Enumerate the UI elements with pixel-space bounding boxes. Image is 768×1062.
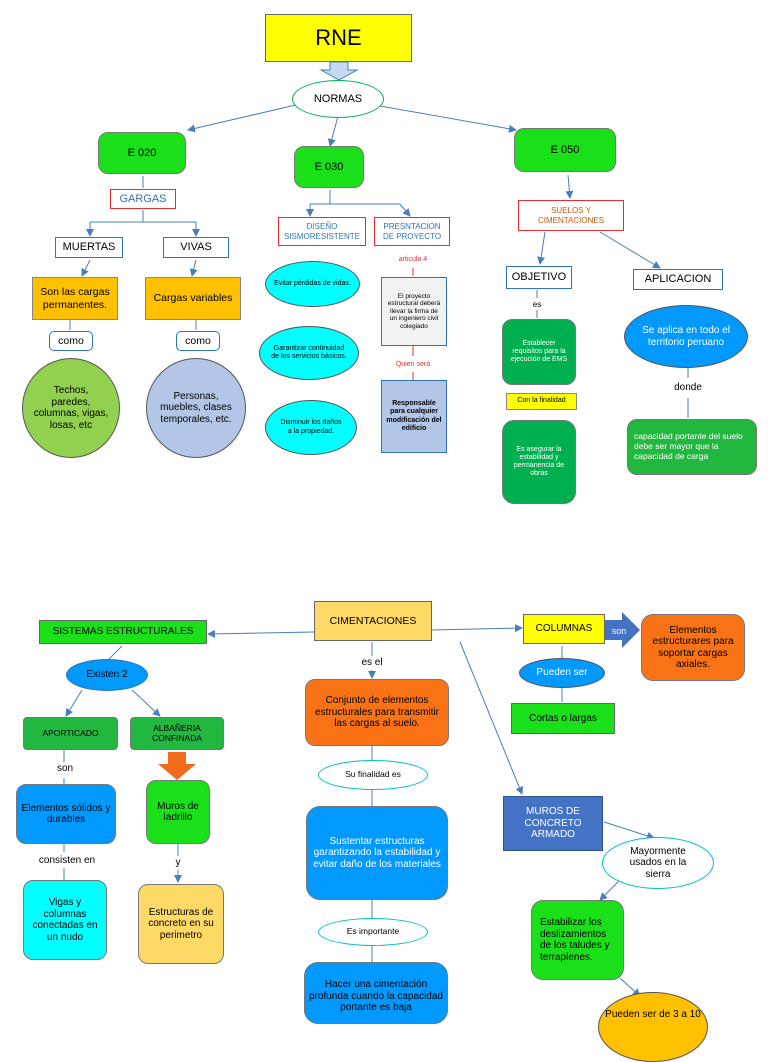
edge-e050-suelos — [565, 174, 574, 199]
capacidad-node: capacidad portante del suelo debe ser ma… — [627, 419, 757, 475]
muertas-node: MUERTAS — [55, 237, 123, 258]
elementos-solidos-node: Elementos sólidos y durables — [16, 784, 116, 844]
y-label: y — [175, 857, 181, 868]
pueden-ser-2-node: Pueden ser de 3 a 10 — [598, 992, 708, 1062]
pueden-ser-node: Pueden ser — [519, 658, 605, 688]
e030-node: E 030 — [294, 146, 364, 188]
presentacion-node: PRESNTACION DE PROYECTO — [374, 217, 450, 246]
edge-cim-muros — [459, 641, 524, 795]
edge-existen-aporticado — [65, 689, 83, 717]
su-finalidad-node: Su finalidad es — [318, 760, 428, 790]
normas-node: NORMAS — [292, 80, 384, 118]
disminuir-node: Disminuir los daños a la propiedad. — [265, 400, 357, 455]
muertas-examples-node: Techos, paredes, columnas, vigas, losas,… — [22, 358, 120, 458]
e020-node: E 020 — [98, 132, 186, 174]
establecer-node: Establecer requisitos para la ejecución … — [502, 319, 576, 385]
columnas-right-arrow — [604, 612, 640, 648]
edge-bar-presentacion — [399, 203, 411, 217]
albanileria-down-arrow — [158, 752, 196, 780]
objetivo-node: OBJETIVO — [506, 266, 572, 289]
son-label: son — [56, 763, 74, 774]
aplica-node: Se aplica en todo el territorio peruano — [624, 305, 748, 368]
edge-normas-e020 — [187, 103, 301, 133]
rne-title: RNE — [315, 25, 362, 51]
edge-normas-e030 — [327, 115, 339, 147]
como-node-2: como — [176, 331, 220, 351]
son-arrow-label: son — [611, 626, 627, 636]
vivas-desc-node: Cargas variables — [145, 277, 241, 320]
proyecto-firma-node: El proyecto estructural deberá llevar la… — [381, 277, 447, 346]
rne-down-arrow — [319, 61, 359, 81]
vivas-examples-node: Personas, muebles, clases temporales, et… — [146, 358, 246, 458]
edge-sistemas-existen — [107, 645, 123, 661]
elementos-axiales-node: Elementos estructurares para soportar ca… — [641, 614, 745, 681]
edge-vivas-desc — [189, 259, 198, 277]
edge-cim-columnas — [431, 624, 523, 633]
cimentaciones-node: CIMENTACIONES — [314, 601, 432, 641]
edge-cim-sistemas — [207, 629, 315, 638]
aporticado-node: APORTICADO — [23, 717, 118, 750]
estabilizar-node: Estabilizar los deslizamientos de los ta… — [531, 900, 624, 980]
existen-node: Existen 2 — [66, 659, 148, 691]
es-el-label: es el — [361, 657, 383, 668]
edge-muros-mayormente — [603, 821, 655, 840]
gargas-node: GARGAS — [110, 189, 176, 209]
edge-muertas-desc — [81, 259, 91, 277]
mayormente-node: Mayormente usados en la sierra — [602, 837, 714, 889]
albanileria-node: ALBAÑERIA CONFINADA — [130, 717, 224, 750]
conjunto-node: Conjunto de elementos estructurales para… — [305, 679, 449, 746]
con-finalidad-node: Con la finalidad — [506, 393, 577, 410]
asegurar-node: Es asegurar la estabilidad y permanencia… — [502, 420, 576, 504]
es-label: es — [532, 300, 542, 309]
diseno-node: DISEÑO SISMORESISTENTE — [278, 217, 366, 246]
muertas-desc-node: Son las cargas permanentes. — [32, 277, 118, 320]
muros-ladrillo-node: Muros de ladrillo — [146, 780, 210, 844]
estructuras-node: Estructuras de concreto en su perimetro — [138, 884, 224, 964]
edge-existen-albanileria — [131, 689, 161, 717]
sistemas-node: SISTEMAS ESTRUCTURALES — [39, 620, 207, 644]
columnas-node: COLUMNAS — [523, 614, 605, 644]
vigas-node: Vigas y columnas conectadas en un nudo — [23, 880, 107, 960]
como-node-1: como — [49, 331, 93, 351]
suelos-node: SUELOS Y CIMENTACIONES — [518, 200, 624, 231]
rne-title-box: RNE — [265, 14, 412, 62]
cortas-node: Cortas o largas — [511, 703, 615, 734]
muros-concreto-node: MUROS DE CONCRETO ARMADO — [503, 796, 603, 851]
responsable-node: Responsable para cualquier modificación … — [381, 380, 447, 453]
garantizar-node: Garantizar continuidad de los servicios … — [259, 326, 359, 380]
articulo-label: articulo 4 — [398, 256, 428, 263]
e050-node: E 050 — [514, 128, 616, 172]
sustentar-node: Sustentar estructuras garantizando la es… — [306, 806, 448, 900]
hacer-node: Hacer una cimentación profunda cuando la… — [304, 962, 448, 1024]
edge-normas-e050 — [379, 105, 517, 133]
es-importante-node: Es importante — [318, 918, 428, 946]
donde-label: donde — [674, 382, 702, 393]
evitar-node: Evitar pérdidas de vidas. — [265, 261, 360, 307]
quien-sera-label: Quien será — [395, 361, 431, 368]
edge-suelos-aplicacion — [599, 231, 661, 269]
edge-suelos-objetivo — [537, 231, 546, 265]
edge-mayormente-estabilizar — [599, 879, 621, 901]
consisten-label: consisten en — [38, 855, 96, 866]
aplicacion-node: APLICACION — [633, 269, 723, 290]
vivas-node: VIVAS — [163, 237, 229, 258]
connector-lines — [63, 61, 689, 997]
